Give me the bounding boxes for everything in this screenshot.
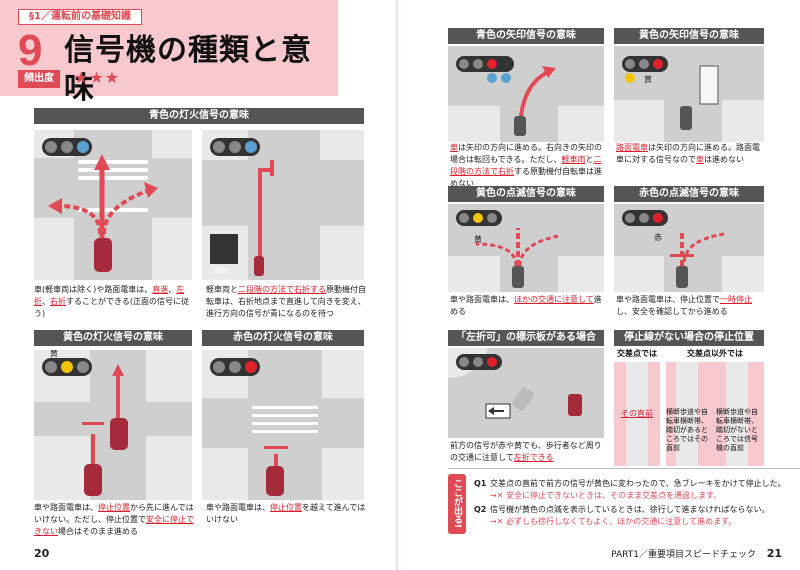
chapter-title: 信号機の種類と意味 (64, 33, 312, 106)
green-caption-2: 軽車両と二段階の方法で右折する原動機付自転車は、右折地点まで直進して向きを変え、… (206, 285, 366, 318)
green-arrow-scene (448, 46, 604, 142)
left-page-number: 20 (34, 547, 50, 560)
yellow-flash-scene: 黄 (448, 204, 604, 292)
right-page-number: 21 (766, 547, 782, 560)
yellow-signal-illustration (34, 350, 192, 500)
outside-intersection-header: 交差点以外では (687, 349, 743, 358)
question-2-number: Q2 (474, 505, 487, 514)
yellow-flash-banner: 黄色の点滅信号の意味 (448, 186, 604, 202)
left-turn-ok-caption: 前方の信号が赤や黄でも、歩行者など周りの交通に注意して左折できる (450, 441, 602, 462)
frequency-stars: ★★★ (74, 68, 121, 87)
no-stop-line-scene: 交差点では 交差点以外では その直前 横断歩道や自転車横断帯、踏切があるところで… (614, 348, 764, 466)
at-intersection-label: その直前 (621, 409, 653, 418)
right-page: 青色の矢印信号の意味 車は矢印の方向に進める。右向きの矢印の場合は転回もできる。… (402, 0, 800, 570)
section-tab: §1／運転前の基礎知識 (18, 9, 142, 25)
green-arrow-illustration (448, 46, 604, 142)
chapter-header: §1／運転前の基礎知識 9 信号機の種類と意味 頻出度 ★★★ (0, 0, 338, 106)
answer-2: →✕ 必ずしも徐行しなくてもよく、ほかの交通に注意して進めます。 (490, 517, 737, 526)
yellow-light-label: 黄 (50, 350, 58, 358)
red-flash-light-label: 赤 (654, 233, 662, 242)
yellow-scene: 黄 (34, 350, 192, 500)
book-gutter (396, 0, 404, 570)
red-flash-illustration (614, 204, 764, 292)
red-caption: 車や路面電車は、停止位置を越えて進んではいけない (206, 503, 366, 524)
yellow-caption: 車や路面電車は、停止位置から先に進んではいけない。ただし、停止位置で安全に停止で… (34, 503, 194, 536)
red-scene (202, 350, 364, 500)
crossing-present-label: 横断歩道や自転車横断帯、踏切があるところではその直前 (666, 408, 708, 452)
red-flash-scene: 赤 (614, 204, 764, 292)
right-footer: PART1／重要項目スピードチェック (611, 550, 756, 560)
qa-tab: ここが出る! (448, 474, 466, 534)
two-stage-turn-illustration (202, 130, 364, 280)
left-page: §1／運転前の基礎知識 9 信号機の種類と意味 頻出度 ★★★ 青色の灯火信号の… (0, 0, 398, 570)
yellow-flash-illustration (448, 204, 604, 292)
chapter-number: 9 (18, 26, 43, 75)
red-signal-illustration (202, 350, 364, 500)
green-scene-1 (34, 130, 192, 280)
red-flash-banner: 赤色の点滅信号の意味 (614, 186, 764, 202)
frequency-label: 頻出度 (18, 70, 60, 88)
yellow-arrow-illustration (614, 46, 764, 142)
green-signal-banner: 青色の灯火信号の意味 (34, 108, 364, 124)
yellow-flash-caption: 車や路面電車は、ほかの交通に注意して進める (450, 295, 602, 316)
question-1-number: Q1 (474, 479, 487, 488)
at-intersection-header: 交差点では (617, 349, 657, 358)
green-caption-1: 車(軽車両は除く)や路面電車は、直進、左折、右折することができる(正面の信号に従… (34, 285, 189, 318)
no-stop-line-banner: 停止線がない場合の停止位置 (614, 330, 764, 346)
left-turn-ok-illustration (448, 348, 604, 438)
yellow-signal-banner: 黄色の灯火信号の意味 (34, 330, 192, 346)
green-scene-2: 原付 (202, 130, 364, 280)
red-flash-caption: 車や路面電車は、停止位置で一時停止し、安全を確認してから進める (616, 295, 752, 316)
yellow-arrow-banner: 黄色の矢印信号の意味 (614, 28, 764, 44)
yellow-arrow-scene: 黄 (614, 46, 764, 142)
red-signal-banner: 赤色の灯火信号の意味 (202, 330, 364, 346)
left-turn-ok-scene (448, 348, 604, 438)
two-stage-sign-text: 原付 (214, 267, 228, 275)
left-turn-ok-banner: 「左折可」の標示板がある場合 (448, 330, 604, 346)
yellow-flash-light-label: 黄 (474, 235, 482, 244)
stop-position-illustration (614, 362, 764, 466)
crossing-absent-label: 横断歩道や自転車横断帯、踏切がないところでは信号機の直前 (716, 408, 758, 452)
answer-1: →✕ 安全に停止できないときは、そのまま交差点を通過します。 (490, 491, 722, 500)
yellow-arrow-caption: 路面電車は矢印の方向に進める。路面電車に対する信号なので車は進めない (616, 143, 760, 164)
green-arrow-banner: 青色の矢印信号の意味 (448, 28, 604, 44)
yellow-arrow-light-label: 黄 (644, 75, 652, 84)
green-intersection-illustration (34, 130, 192, 280)
green-arrow-caption: 車は矢印の方向に進める。右向きの矢印の場合は転回もできる。ただし、軽車両と二段階… (450, 143, 602, 188)
qa-box (448, 468, 800, 540)
